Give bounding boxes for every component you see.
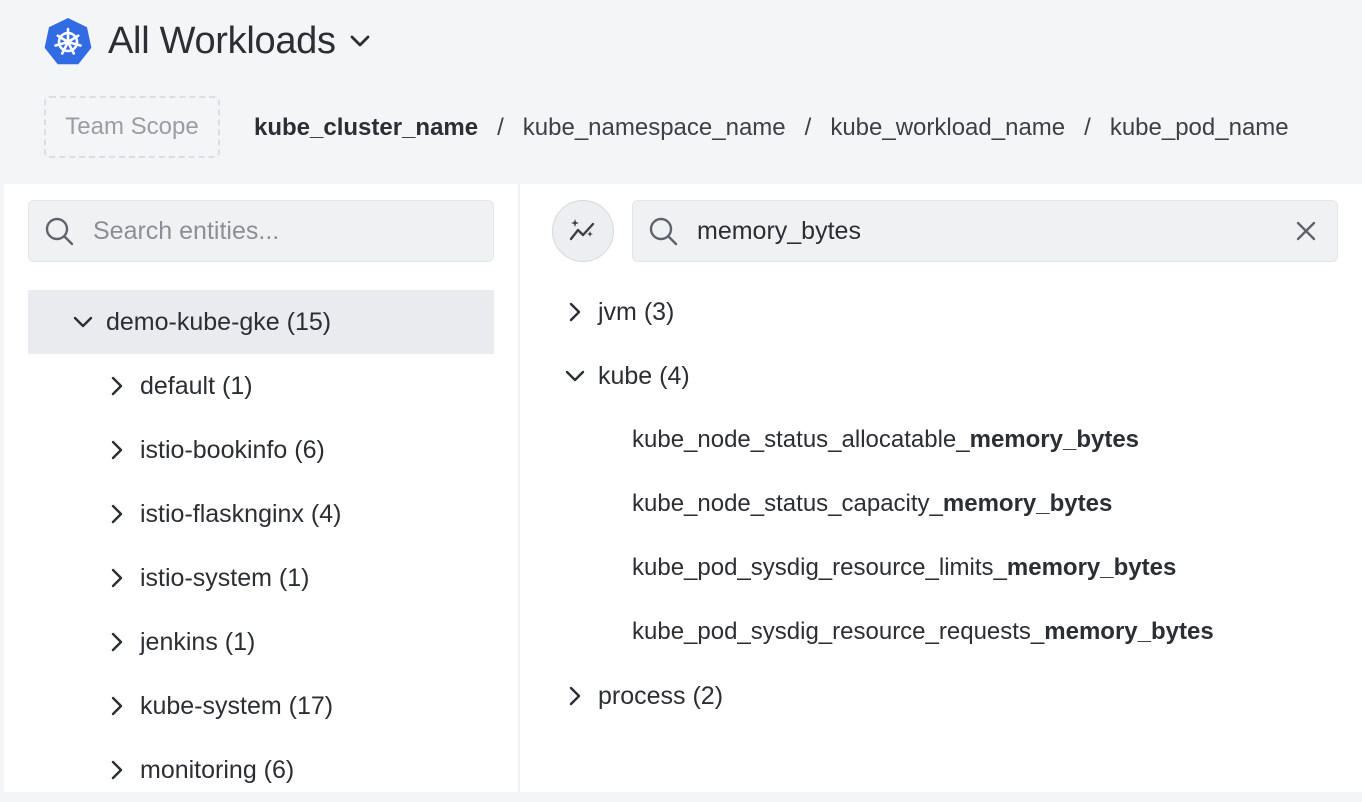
chevron-down-icon	[350, 35, 370, 47]
tree-item-label: monitoring (6)	[140, 755, 295, 784]
tree-item-namespace[interactable]: istio-flasknginx (4)	[28, 482, 494, 546]
chevron-right-icon	[111, 632, 123, 652]
tree-item-namespace[interactable]: kube-system (17)	[28, 674, 494, 738]
breadcrumb-namespace[interactable]: kube_namespace_name	[522, 114, 786, 141]
ai-assist-button[interactable]	[552, 200, 614, 262]
entity-search-input[interactable]	[93, 211, 493, 251]
chevron-right-icon	[569, 686, 581, 706]
breadcrumb-workload[interactable]: kube_workload_name	[830, 114, 1066, 141]
team-scope-button[interactable]: Team Scope	[44, 96, 220, 158]
close-icon[interactable]	[1293, 218, 1319, 244]
chevron-right-icon	[111, 440, 123, 460]
metric-name-prefix: kube_pod_sysdig_resource_limits_	[632, 554, 1007, 581]
metric-group-label: jvm (3)	[598, 297, 675, 326]
metric-item[interactable]: kube_node_status_capacity_memory_bytes	[632, 472, 1112, 536]
metric-group-jvm[interactable]: jvm (3)	[564, 280, 674, 344]
metric-name-prefix: kube_pod_sysdig_resource_requests_	[632, 618, 1045, 645]
chevron-right-icon	[569, 302, 581, 322]
metric-item[interactable]: kube_pod_sysdig_resource_requests_memory…	[632, 600, 1214, 664]
kubernetes-logo-icon	[44, 18, 92, 65]
tree-item-namespace[interactable]: default (1)	[28, 354, 494, 418]
tree-item-label: jenkins (1)	[140, 627, 256, 656]
tree-item-cluster[interactable]: demo-kube-gke (15)	[28, 290, 494, 354]
breadcrumb: kube_cluster_name / kube_namespace_name …	[254, 106, 1289, 150]
workload-selector[interactable]: All Workloads	[108, 14, 372, 68]
breadcrumb-separator: /	[497, 114, 504, 141]
chevron-right-icon	[111, 696, 123, 716]
sparkle-chart-icon	[569, 219, 595, 241]
metric-search-input[interactable]	[697, 211, 1293, 251]
metric-search-box[interactable]	[632, 200, 1338, 262]
metric-group-label: process (2)	[598, 681, 724, 710]
chevron-down-icon	[565, 370, 585, 382]
metric-group-kube[interactable]: kube (4)	[564, 344, 690, 408]
tree-item-label: istio-system (1)	[140, 563, 310, 592]
metrics-panel: jvm (3) kube (4) kube_node_status_alloca…	[520, 184, 1362, 792]
breadcrumb-pod[interactable]: kube_pod_name	[1109, 114, 1289, 141]
breadcrumb-separator: /	[1084, 114, 1091, 141]
metric-name-match: memory_bytes	[1044, 618, 1214, 645]
chevron-right-icon	[111, 760, 123, 780]
metric-name-prefix: kube_node_status_allocatable_	[632, 426, 970, 453]
tree-item-namespace[interactable]: monitoring (6)	[28, 738, 494, 802]
tree-item-label: istio-flasknginx (4)	[140, 499, 342, 528]
team-scope-label: Team Scope	[65, 113, 199, 140]
metric-group-label: kube (4)	[598, 361, 690, 390]
metric-name-match: memory_bytes	[1006, 554, 1177, 581]
panel-divider[interactable]	[518, 184, 520, 792]
breadcrumb-cluster[interactable]: kube_cluster_name	[254, 114, 479, 141]
metric-name-prefix: kube_node_status_capacity_	[632, 490, 943, 517]
search-icon	[45, 217, 74, 246]
metric-item[interactable]: kube_pod_sysdig_resource_limits_memory_b…	[632, 536, 1176, 600]
tree-item-label: default (1)	[140, 371, 253, 400]
breadcrumb-separator: /	[804, 114, 812, 141]
page-title: All Workloads	[108, 19, 336, 62]
chevron-right-icon	[111, 376, 123, 396]
tree-item-label: demo-kube-gke (15)	[106, 307, 332, 336]
tree-item-label: kube-system (17)	[140, 691, 334, 720]
search-icon	[649, 217, 678, 246]
tree-item-label: istio-bookinfo (6)	[140, 435, 325, 464]
entity-search-box[interactable]	[28, 200, 494, 262]
entity-panel: demo-kube-gke (15) default (1) istio-boo…	[4, 184, 518, 792]
metric-name-match: memory_bytes	[969, 426, 1140, 453]
page-header: All Workloads Team Scope kube_cluster_na…	[0, 0, 1362, 184]
tree-item-namespace[interactable]: jenkins (1)	[28, 610, 494, 674]
tree-item-namespace[interactable]: istio-system (1)	[28, 546, 494, 610]
tree-item-namespace[interactable]: istio-bookinfo (6)	[28, 418, 494, 482]
metric-name-match: memory_bytes	[942, 490, 1113, 517]
chevron-right-icon	[111, 568, 123, 588]
metric-group-process[interactable]: process (2)	[564, 664, 723, 728]
chevron-down-icon	[73, 316, 93, 328]
chevron-right-icon	[111, 504, 123, 524]
metric-item[interactable]: kube_node_status_allocatable_memory_byte…	[632, 408, 1139, 472]
